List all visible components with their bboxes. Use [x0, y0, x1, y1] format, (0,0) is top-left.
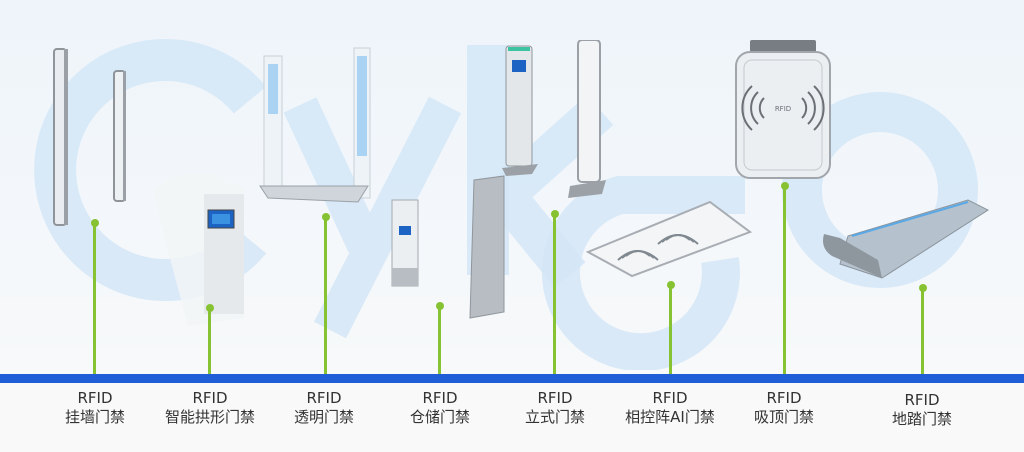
label-line1: RFID — [192, 389, 228, 407]
product-label-arch[interactable]: RFID 智能拱形门禁 — [165, 389, 255, 427]
wall-mounted-antenna-icon — [53, 48, 126, 226]
leader-dot — [321, 213, 330, 221]
smart-arch-gate-icon — [154, 173, 244, 326]
ceiling-reader-icon: RFID — [735, 40, 831, 179]
product-label-transparent[interactable]: RFID 透明门禁 — [294, 389, 354, 427]
floor-mat-reader-icon — [823, 199, 990, 279]
leader-dot — [666, 281, 675, 289]
label-line1: RFID — [77, 389, 113, 407]
label-line1: RFID — [537, 389, 573, 407]
label-line1: RFID — [652, 389, 688, 407]
label-line2: 透明门禁 — [293, 408, 355, 426]
label-line2: 相控阵AI门禁 — [625, 408, 715, 426]
leader-dot — [550, 210, 559, 218]
product-label-floor[interactable]: RFID 地踏门禁 — [892, 391, 952, 429]
leader-dot — [90, 219, 99, 227]
leader-line-wall — [90, 219, 99, 374]
leader-line-arch — [205, 304, 214, 374]
label-line1: RFID — [422, 389, 458, 407]
product-label-standing[interactable]: RFID 立式门禁 — [525, 389, 585, 427]
leader-dot — [780, 182, 789, 190]
leader-line-transparent — [321, 213, 330, 374]
leader-line-standing — [550, 210, 559, 374]
standing-gate-icon — [469, 40, 606, 319]
leader-dot — [918, 284, 927, 292]
leader-line-floor — [918, 284, 927, 374]
label-line2: 立式门禁 — [524, 408, 586, 426]
product-label-warehouse[interactable]: RFID 仓储门禁 — [410, 389, 470, 427]
product-label-wall[interactable]: RFID 挂墙门禁 — [65, 389, 125, 427]
label-line2: 地踏门禁 — [891, 410, 953, 428]
accent-bar — [0, 374, 1024, 383]
leader-dot — [435, 302, 444, 310]
label-strip — [0, 383, 1024, 452]
leader-line-warehouse — [435, 302, 444, 374]
transparent-gate-icon — [259, 47, 371, 203]
label-line2: 智能拱形门禁 — [164, 408, 256, 426]
leader-line-ceiling — [780, 182, 789, 374]
label-line2: 挂墙门禁 — [64, 408, 126, 426]
phased-array-reader-icon — [586, 200, 753, 278]
warehouse-gate-icon — [391, 199, 419, 287]
leader-line-phased — [666, 281, 675, 374]
label-line1: RFID — [306, 389, 342, 407]
label-line1: RFID — [904, 391, 940, 409]
product-label-ceiling[interactable]: RFID 吸顶门禁 — [754, 389, 814, 427]
label-line2: 吸顶门禁 — [753, 408, 815, 426]
leader-dot — [205, 304, 214, 312]
rfid-badge-text: RFID — [775, 105, 791, 113]
product-label-phased[interactable]: RFID 相控阵AI门禁 — [625, 389, 715, 427]
label-line2: 仓储门禁 — [409, 408, 471, 426]
label-line1: RFID — [766, 389, 802, 407]
